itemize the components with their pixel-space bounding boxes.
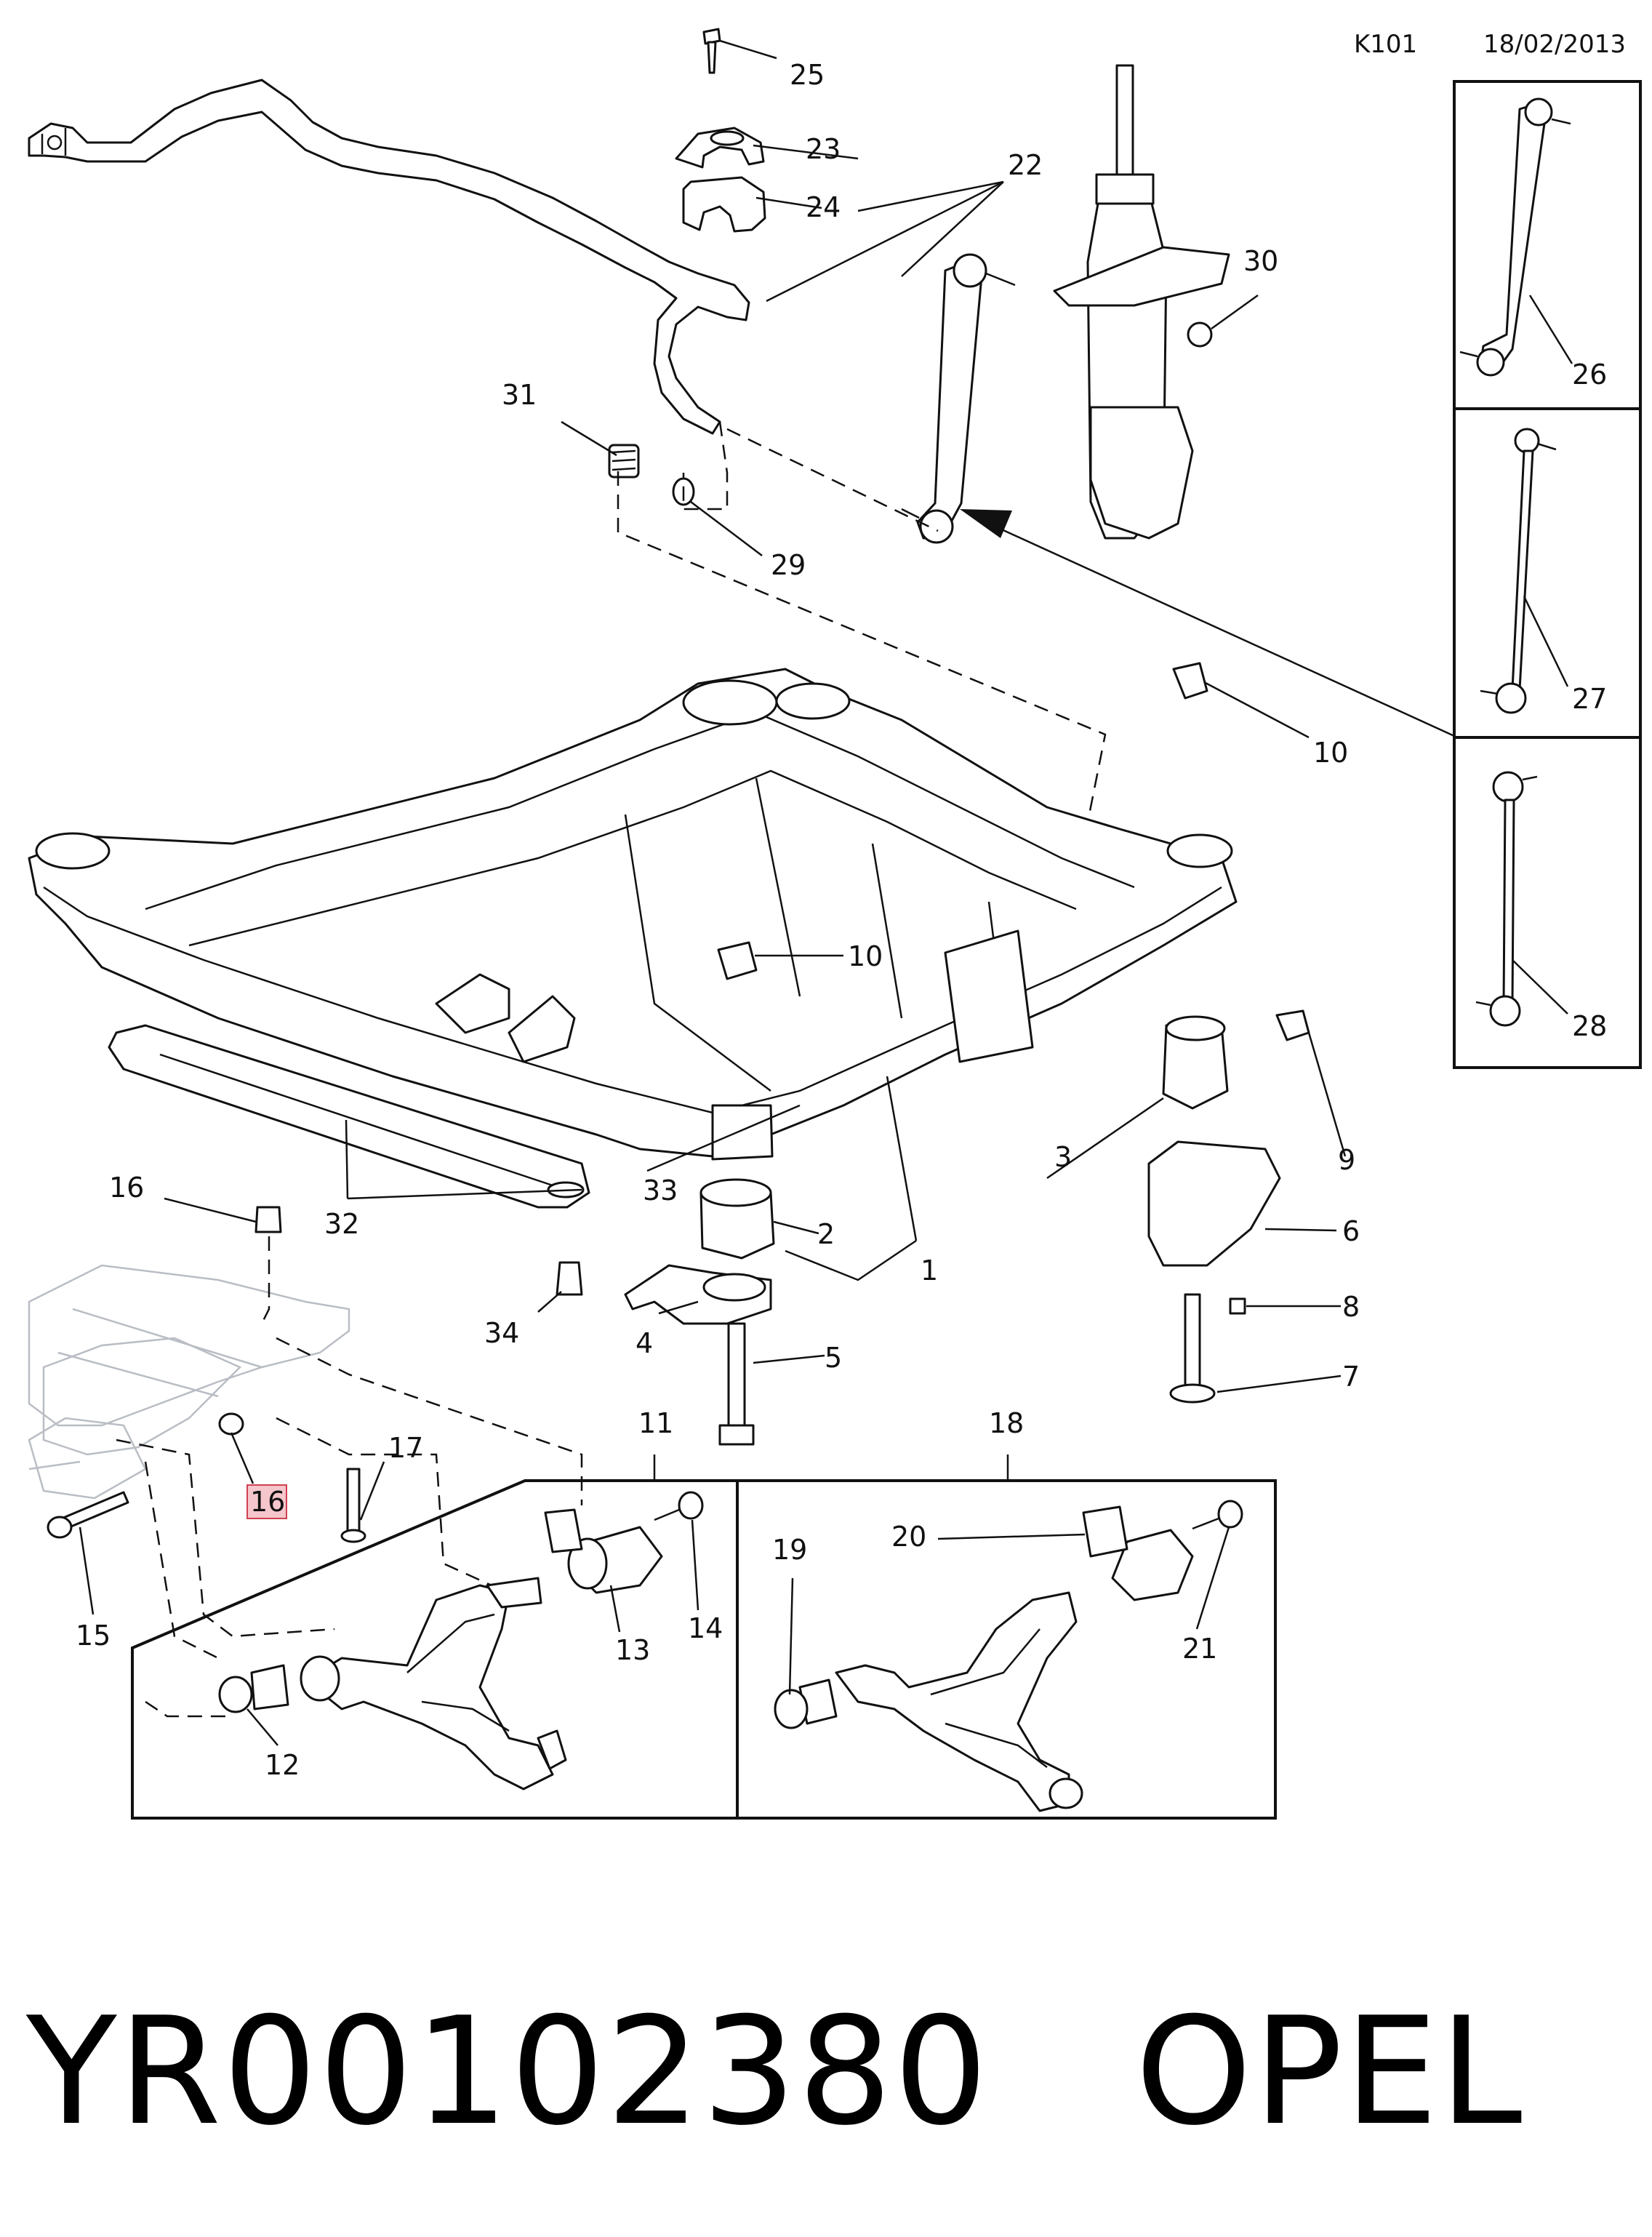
callout-18: 18 [989,1407,1024,1439]
bolt-15 [47,1491,129,1539]
callout-5: 5 [825,1342,842,1374]
bolt-21 [1192,1500,1243,1530]
callout-22: 22 [1008,149,1043,181]
callout-7: 7 [1342,1361,1360,1393]
mount-plate-bolt [1169,1293,1246,1404]
callout-1: 1 [921,1254,938,1286]
callout-16-upper: 16 [109,1172,144,1204]
subframe [28,668,1238,1158]
bracket-screw [702,28,721,74]
nut-16-lower [218,1412,244,1436]
strut-assembly [1053,64,1230,540]
leader-lines [79,39,1573,1746]
callout-20: 20 [891,1521,926,1553]
callout-26: 26 [1572,359,1607,391]
bush-13 [544,1508,663,1594]
stabilizer-link [901,253,1016,544]
callout-19: 19 [772,1534,807,1566]
callout-33: 33 [643,1174,678,1206]
callout-labels: 1 2 3 4 5 6 7 8 9 10 10 11 12 13 14 15 1… [76,59,1607,1781]
callout-6: 6 [1342,1215,1360,1247]
link-variant-26 [1459,97,1571,377]
callout-27: 27 [1572,683,1607,715]
highlight-16 [246,1484,287,1519]
callout-12: 12 [265,1749,300,1781]
callout-15: 15 [76,1620,111,1652]
part-number-footer: YR00102380 OPEL [26,1986,1524,2158]
stabilizer-bar [28,79,750,435]
link-variant-panel [1453,80,1642,1069]
link-arrow-head [960,509,1012,538]
callout-3: 3 [1054,1141,1072,1173]
mount-bolt [718,1322,755,1446]
strut-nut [1187,321,1213,348]
callout-34: 34 [484,1317,519,1349]
callout-2: 2 [817,1218,835,1250]
callout-16-lower: 16 [250,1486,285,1518]
screw-34 [556,1261,583,1296]
mount-bracket-front [717,941,758,980]
underbody-brace [108,1024,590,1209]
dashed-guide-upper [617,421,1107,844]
link-arrow-line [988,522,1455,737]
link-bolt [608,444,640,479]
callout-29: 29 [771,549,806,581]
callout-17: 17 [388,1432,423,1464]
mount-bushing-front [699,1104,775,1260]
bolt-17 [340,1468,366,1543]
callout-4: 4 [635,1327,653,1359]
control-arm-frame-18 [736,1479,1277,1820]
mount-plate [1147,1140,1281,1267]
mount-washer [624,1264,772,1325]
callout-9: 9 [1338,1144,1355,1176]
callout-21: 21 [1182,1633,1217,1665]
callout-14: 14 [688,1612,723,1644]
control-arm-18 [835,1591,1083,1812]
callout-13: 13 [615,1634,650,1666]
control-arm-11 [300,1577,567,1790]
callout-24: 24 [806,191,841,223]
bush-12 [218,1664,289,1713]
callout-10-rear: 10 [1313,737,1348,769]
bush-20 [1082,1505,1194,1601]
mount-bushing-rear [1162,1015,1229,1110]
dashed-guide-lower [116,1236,583,1718]
mount-clip [1275,1009,1310,1041]
callout-28: 28 [1572,1010,1607,1042]
nut-16-upper [254,1206,282,1233]
callout-11: 11 [638,1407,673,1439]
callout-32: 32 [324,1208,359,1240]
diagram-date: 18/02/2013 [1483,30,1626,59]
diagram-code: K101 [1354,30,1417,59]
callout-23: 23 [806,133,841,165]
bar-bushing [682,176,766,233]
clamp-bracket [675,127,765,169]
bolt-14 [654,1491,704,1521]
bush-19 [774,1678,838,1729]
callout-30: 30 [1243,245,1278,277]
callout-31: 31 [502,379,537,411]
link-variant-27 [1480,428,1557,714]
link-variant-28 [1475,771,1538,1027]
callout-25: 25 [790,59,825,91]
body-section-ghost [28,1264,350,1500]
mount-bracket-rear [1172,662,1208,700]
callout-10-front: 10 [848,940,883,972]
control-arm-frame-11 [131,1479,739,1820]
callout-8: 8 [1342,1291,1360,1323]
